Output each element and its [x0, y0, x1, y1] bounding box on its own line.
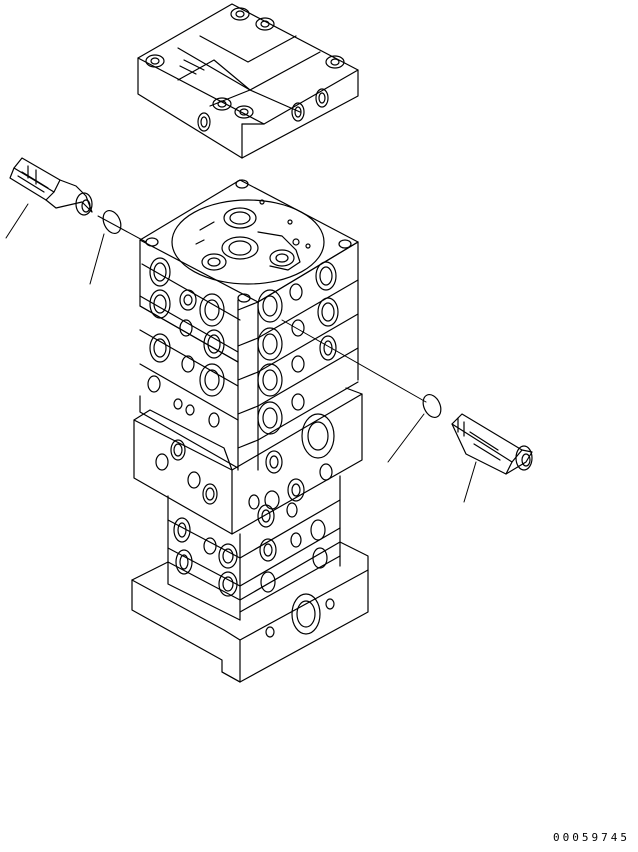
relief-valve-right [452, 414, 532, 474]
leader-lines [6, 204, 476, 502]
drawing-number: 00059745 [553, 831, 630, 844]
control-valve-stack [134, 180, 362, 620]
top-cover-block [138, 4, 358, 158]
relief-valve-left [10, 158, 92, 215]
o-ring-left [100, 208, 125, 237]
o-ring-right [420, 392, 445, 421]
base-block [132, 542, 368, 682]
